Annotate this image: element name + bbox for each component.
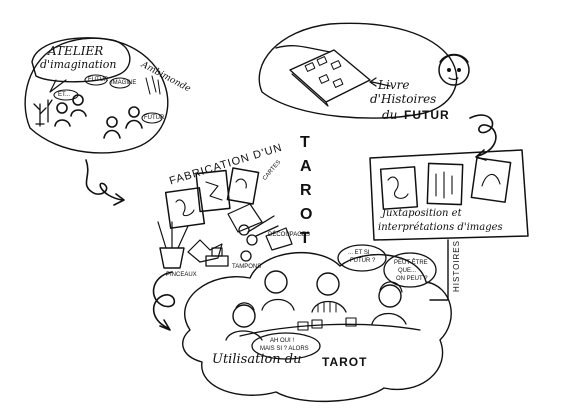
usage-bubble-right-line2: QUE... <box>398 268 417 274</box>
usage-caption-prefix: Utilisation du <box>212 352 302 367</box>
fabrication-tarot-letter-4: O <box>300 206 314 223</box>
usage-bubble-right-line1: PEUT-ÊTRE <box>394 260 428 266</box>
usage-scene <box>182 244 452 403</box>
fabrication-tarot-letter-1: T <box>300 134 311 151</box>
workshop-bubble-1: ET... <box>58 92 71 98</box>
book-title-line2: d'Histoires <box>370 92 437 106</box>
workshop-bubble-4: FUTUR <box>144 115 165 121</box>
workshop-bubble-3: IMAGINE <box>111 80 137 86</box>
usage-bubble-left-line2: MAIS SI ? ALORS <box>260 346 309 352</box>
flow-arrow-1 <box>85 159 123 201</box>
workshop-title-line1: ATELIER <box>48 44 104 58</box>
flow-arrowhead-1 <box>113 193 125 206</box>
histoires-side-label: HISTOIRES <box>452 240 461 292</box>
fabrication-label-pinceaux: PINCEAUX <box>166 272 197 278</box>
fabrication-label-decoupages: DÉCOUPAGES <box>268 232 310 238</box>
fabrication-tarot-letter-3: R <box>300 182 313 199</box>
usage-bubble-right-line3: ON PEUT ? <box>396 276 428 282</box>
flow-arrow-3 <box>152 271 176 329</box>
usage-bubble-left-line1: AH OUI ! <box>270 338 295 344</box>
flow-arrow-2 <box>469 114 497 157</box>
juxtaposition-line2: interprétations d'images <box>378 222 503 233</box>
book-scene <box>258 22 470 119</box>
usage-caption-emph: TAROT <box>322 355 368 369</box>
juxtaposition-line1: Juxtaposition et <box>382 208 462 219</box>
usage-bubble-mid-line2: FUTUR ? <box>350 258 376 264</box>
usage-bubble-mid-line1: ... ET SI <box>348 250 370 256</box>
workshop-scene <box>24 37 169 154</box>
book-title-line3-prefix: du <box>382 108 398 122</box>
flow-arrowhead-3 <box>159 319 171 331</box>
fabrication-tarot-letter-5: T <box>300 230 311 247</box>
fabrication-label-tampons: TAMPONS <box>232 264 262 270</box>
book-title-line3-emph: FUTUR <box>404 108 450 122</box>
workshop-title-line2: d'imagination <box>40 58 117 71</box>
fabrication-tarot-letter-2: A <box>300 158 313 175</box>
book-title-line1: Livre <box>378 78 410 92</box>
workshop-bubble-2: FUTUR <box>88 77 109 83</box>
fabrication-scene <box>157 167 293 269</box>
